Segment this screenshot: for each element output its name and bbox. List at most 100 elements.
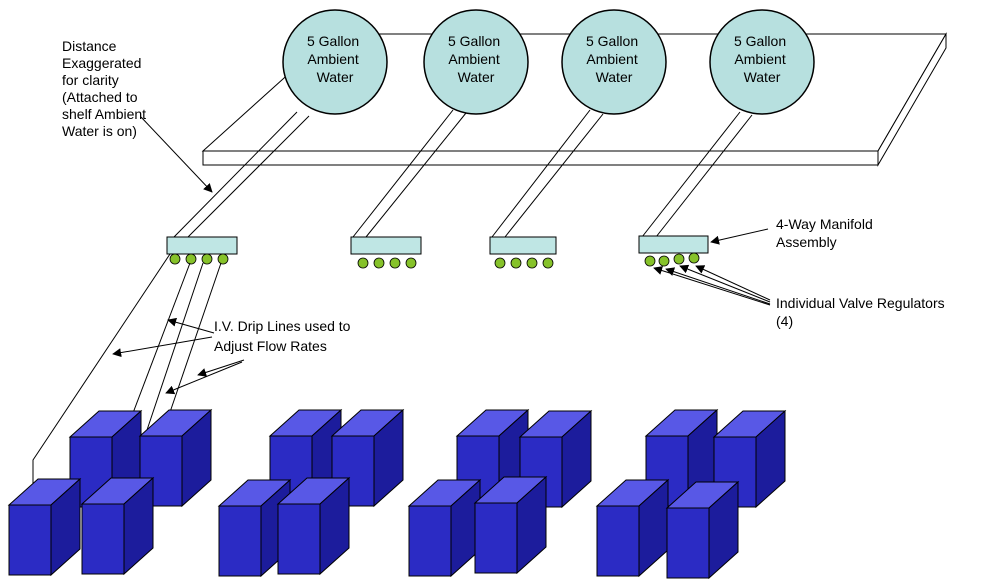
tank-label-line: Ambient (448, 51, 499, 67)
box-front (666, 507, 710, 579)
manifold-note-line: Assembly (776, 234, 837, 250)
box-front (8, 504, 52, 576)
box-front (474, 502, 518, 574)
valve-regulator (658, 255, 670, 267)
container-box (407, 478, 482, 578)
container-box (7, 477, 82, 577)
tank-label-line: Ambient (307, 51, 358, 67)
valve-arrow (679, 264, 771, 303)
manifold-assembly (350, 236, 422, 269)
supply-tube (641, 111, 741, 238)
valve-regulator (201, 253, 213, 265)
distance-note-line: Water is on) (62, 123, 137, 139)
iv-drip-line (32, 253, 171, 492)
manifold-arrow (710, 228, 769, 245)
valve-regulator (494, 257, 506, 269)
svg-text:5 Gallon Ambient: 5 Gallon Ambient Water (307, 33, 363, 85)
distance-note: Distance Exaggerated for clarity (Attach… (62, 38, 150, 139)
tank-label-line: Water (458, 69, 495, 85)
iv-arrow (197, 359, 245, 377)
valve-regulator (688, 252, 700, 264)
svg-text:5 Gallon Ambient: 5 Gallon Ambient Water (448, 33, 504, 85)
tank-circle (423, 9, 529, 115)
tank: 5 Gallon Ambient Water (423, 9, 529, 115)
valve-regulator (644, 255, 656, 267)
manifold-note-line: 4-Way Manifold (776, 216, 873, 232)
distance-note-line: for clarity (62, 72, 119, 88)
tank-label-line: 5 Gallon (734, 33, 786, 49)
supply-tubes (173, 109, 753, 238)
container-box (473, 475, 548, 575)
supply-tube (655, 114, 753, 238)
container-box (80, 476, 155, 576)
svg-text:5 Gallon Ambient: 5 Gallon Ambient Water (734, 33, 790, 85)
tank-circle (561, 9, 667, 115)
valve-regulator (389, 257, 401, 269)
valve-regulator (169, 253, 181, 265)
iv-arrow (165, 361, 243, 395)
tank-circle (709, 9, 815, 115)
manifold-bar (166, 236, 238, 255)
iv-arrow (112, 336, 213, 358)
distance-note-line: Distance (62, 38, 117, 54)
tank-label-line: 5 Gallon (307, 33, 359, 49)
box-front (81, 503, 125, 575)
manifold-assembly (638, 235, 709, 267)
annotation-arrows (112, 116, 771, 395)
box-front (596, 505, 640, 577)
iv-drip-line (145, 262, 204, 434)
tank-label-line: Water (317, 69, 354, 85)
tank-label-line: Ambient (734, 51, 785, 67)
valve-note: Individual Valve Regulators (4) (776, 295, 949, 329)
iv-note-line: I.V. Drip Lines used to (214, 318, 351, 334)
box-front (218, 505, 262, 577)
valve-regulator (373, 257, 385, 269)
valve-regulator (405, 257, 417, 269)
manifold-bar (638, 235, 709, 254)
manifold-assembly (166, 236, 238, 265)
valve-regulator (510, 257, 522, 269)
box-front (277, 503, 321, 575)
supply-tube (352, 109, 454, 238)
distance-note-line: Exaggerated (62, 55, 141, 71)
distance-note-line: (Attached to (62, 89, 138, 105)
tank-label-line: 5 Gallon (448, 33, 500, 49)
tank: 5 Gallon Ambient Water (561, 9, 667, 115)
box-front (408, 505, 452, 577)
manifold-bar (350, 236, 422, 255)
distance-arrow (140, 116, 213, 193)
container-box (665, 480, 740, 580)
valve-regulator (185, 253, 197, 265)
tank-circle (282, 9, 388, 115)
iv-note: I.V. Drip Lines used to Adjust Flow Rate… (214, 318, 354, 354)
manifold-note: 4-Way Manifold Assembly (776, 216, 877, 250)
shelf-front (202, 150, 879, 166)
tank: 5 Gallon Ambient Water (282, 9, 388, 115)
valve-regulator (542, 257, 554, 269)
valve-regulator (217, 253, 229, 265)
valve-regulator (673, 253, 685, 265)
tank-label-line: Water (744, 69, 781, 85)
tank-label-line: Ambient (586, 51, 637, 67)
valve-arrow (665, 267, 771, 305)
valve-regulator (357, 257, 369, 269)
iv-note-line: Adjust Flow Rates (214, 338, 327, 354)
supply-tube (365, 112, 467, 238)
valve-note-line: Individual Valve Regulators (776, 295, 945, 311)
valve-arrow (695, 265, 771, 301)
container-boxes (7, 408, 787, 580)
supply-tube (504, 113, 604, 238)
valve-note-line: (4) (776, 313, 793, 329)
valve-regulator (526, 257, 538, 269)
svg-text:5 Gallon Ambient: 5 Gallon Ambient Water (586, 33, 642, 85)
manifold-bar (489, 236, 557, 255)
supply-tube (173, 111, 298, 238)
container-box (276, 476, 351, 576)
supply-tube (187, 115, 310, 238)
tank-label-line: 5 Gallon (586, 33, 638, 49)
manifold-assembly (489, 236, 557, 269)
tank: 5 Gallon Ambient Water (709, 9, 815, 115)
distance-note-line: shelf Ambient (62, 106, 146, 122)
